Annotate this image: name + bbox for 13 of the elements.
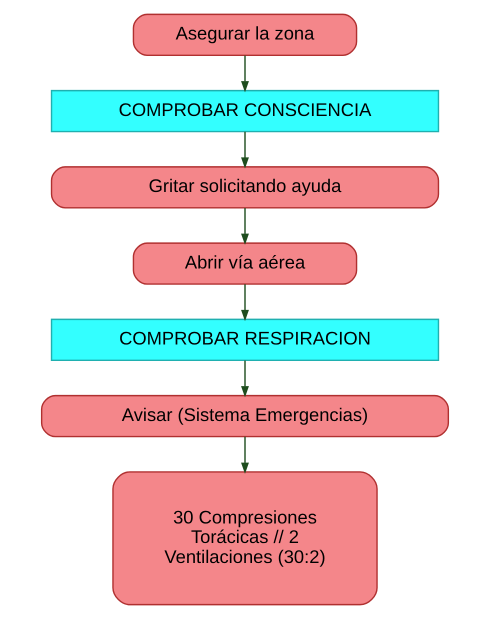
node-box: 30 Compresiones Torácicas // 2 Ventilaciones (30:2) xyxy=(112,471,378,606)
arrow xyxy=(241,284,249,322)
node-box: Abrir vía aérea xyxy=(132,242,358,285)
node-box: COMPROBAR CONSCIENCIA xyxy=(50,90,440,132)
arrow xyxy=(241,208,249,245)
node-box: Avisar (Sistema Emergencias) xyxy=(40,394,450,438)
node-box: Asegurar la zona xyxy=(132,14,358,56)
node-box: Gritar solicitando ayuda xyxy=(50,166,440,209)
arrow xyxy=(241,360,249,398)
node-box: COMPROBAR RESPIRACION xyxy=(50,318,440,362)
arrow xyxy=(241,436,249,474)
arrow xyxy=(241,132,249,169)
arrow xyxy=(241,56,249,92)
